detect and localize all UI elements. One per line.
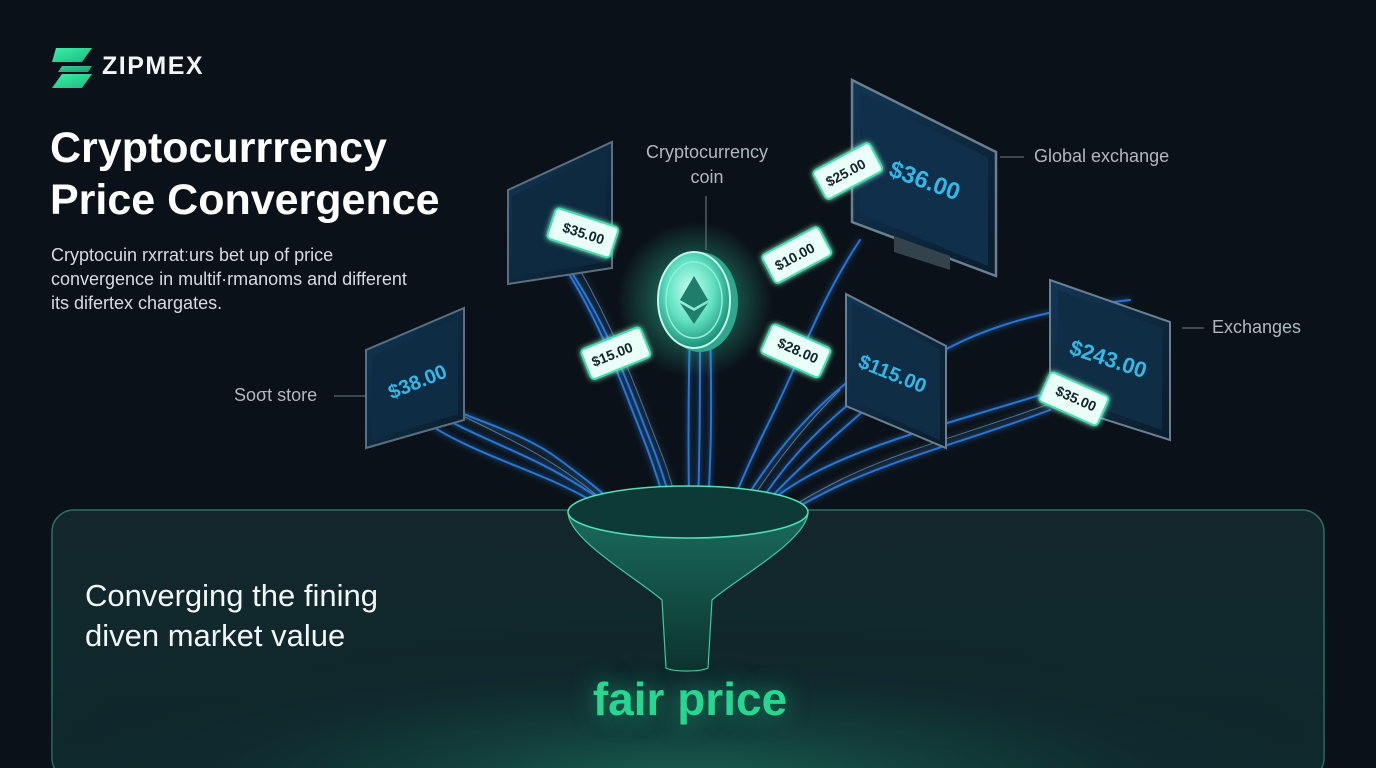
title-line-1: Cryptocurrrency	[50, 122, 510, 174]
brand: ZIPMEX	[50, 46, 204, 86]
label-coin-line-1: Cryptocurrency	[620, 140, 794, 165]
page-title: Cryptocurrrency Price Convergence	[50, 122, 510, 226]
label-coin: Cryptocurrency coin	[620, 140, 794, 190]
label-coin-line-2: coin	[620, 165, 794, 190]
bottom-heading: Converging the fining diven market value	[85, 576, 505, 656]
bottom-heading-line-2: diven market value	[85, 616, 505, 656]
brand-name: ZIPMEX	[102, 52, 204, 81]
title-line-2: Price Convergence	[50, 174, 510, 226]
fair-price-label: fair price	[540, 672, 840, 726]
label-store: Soσt store	[234, 385, 317, 406]
label-exchanges: Exchanges	[1212, 317, 1301, 338]
bottom-heading-line-1: Converging the fining	[85, 576, 505, 616]
logo-spacer	[50, 46, 90, 86]
description: Cryptocuin rxrratːurs bet up of price co…	[51, 243, 411, 315]
label-global-exchange: Global exchange	[1034, 146, 1169, 167]
